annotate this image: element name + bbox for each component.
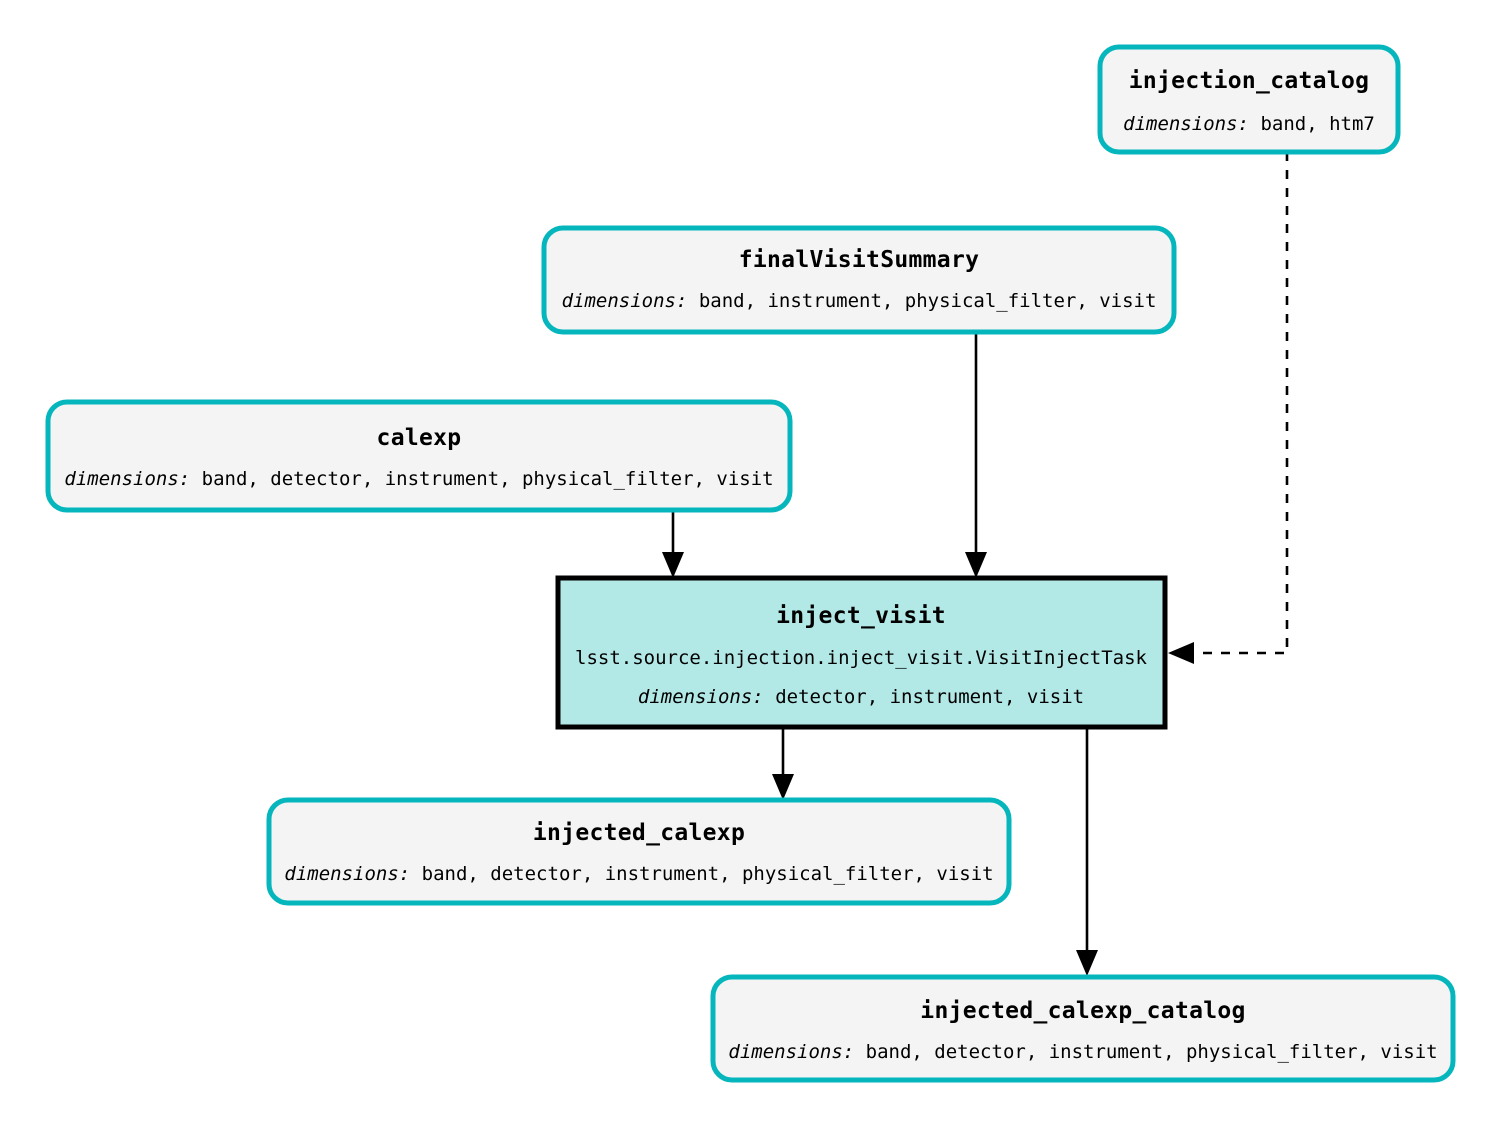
dimensions-value: band, detector, instrument, physical_fil… xyxy=(202,468,774,490)
node-calexp-dimensions: dimensions: band, detector, instrument, … xyxy=(64,468,773,490)
node-injection-catalog-box[interactable] xyxy=(1097,44,1401,155)
edge-injection-catalog-to-inject-visit xyxy=(1168,152,1289,664)
dimensions-value: band, detector, instrument, physical_fil… xyxy=(422,863,994,885)
arrow-head-icon xyxy=(1076,950,1098,976)
dimensions-prefix-label: dimensions: xyxy=(284,863,410,885)
node-finalvisitsummary-title: finalVisitSummary xyxy=(739,247,980,273)
dimensions-prefix-label: dimensions: xyxy=(64,468,190,490)
dimensions-value: detector, instrument, visit xyxy=(775,686,1084,708)
arrow-head-icon xyxy=(662,552,684,578)
node-injected-calexp-catalog-dimensions: dimensions: band, detector, instrument, … xyxy=(728,1041,1437,1063)
dimensions-value: band, htm7 xyxy=(1260,113,1374,135)
dimensions-prefix-label: dimensions: xyxy=(638,686,764,708)
dimensions-value: band, instrument, physical_filter, visit xyxy=(699,290,1157,312)
arrow-head-icon xyxy=(1168,642,1194,664)
dimensions-prefix-label: dimensions: xyxy=(562,290,688,312)
node-injection-catalog-dimensions: dimensions: band, htm7 xyxy=(1123,113,1375,135)
node-injected-calexp-dimensions: dimensions: band, detector, instrument, … xyxy=(284,863,993,885)
dimensions-prefix-label: dimensions: xyxy=(728,1041,854,1063)
node-injected-calexp-catalog-box[interactable] xyxy=(710,974,1456,1083)
dimensions-value: band, detector, instrument, physical_fil… xyxy=(866,1041,1438,1063)
node-finalvisitsummary-box[interactable] xyxy=(541,225,1177,335)
node-finalvisitsummary[interactable]: finalVisitSummary dimensions: band, inst… xyxy=(541,225,1177,335)
node-inject-visit-title: inject_visit xyxy=(776,603,946,629)
arrow-head-icon xyxy=(965,552,987,578)
node-injected-calexp[interactable]: injected_calexp dimensions: band, detect… xyxy=(266,797,1012,906)
node-inject-visit-box[interactable] xyxy=(555,575,1168,730)
edge-calexp-to-inject-visit xyxy=(662,512,684,578)
node-finalvisitsummary-dimensions: dimensions: band, instrument, physical_f… xyxy=(562,290,1157,312)
node-calexp-title: calexp xyxy=(377,425,462,451)
node-calexp[interactable]: calexp dimensions: band, detector, instr… xyxy=(45,399,793,513)
node-injection-catalog-title: injection_catalog xyxy=(1129,68,1370,94)
node-injected-calexp-catalog-title: injected_calexp_catalog xyxy=(920,998,1245,1024)
edge-inject-visit-to-injected-calexp xyxy=(772,727,794,800)
dimensions-prefix-label: dimensions: xyxy=(1123,113,1249,135)
node-inject-visit[interactable]: inject_visit lsst.source.injection.injec… xyxy=(555,575,1168,730)
node-injected-calexp-title: injected_calexp xyxy=(533,820,745,846)
node-injected-calexp-catalog[interactable]: injected_calexp_catalog dimensions: band… xyxy=(710,974,1456,1083)
edge-inject-visit-to-injected-calexp-catalog xyxy=(1076,727,1098,976)
node-inject-visit-dimensions: dimensions: detector, instrument, visit xyxy=(638,686,1084,708)
node-injection-catalog[interactable]: injection_catalog dimensions: band, htm7 xyxy=(1097,44,1401,155)
node-injected-calexp-box[interactable] xyxy=(266,797,1012,906)
arrow-head-icon xyxy=(772,774,794,800)
node-calexp-box[interactable] xyxy=(45,399,793,513)
edge-finalvisitsummary-to-inject-visit xyxy=(965,333,987,578)
node-inject-visit-task-class: lsst.source.injection.inject_visit.Visit… xyxy=(575,647,1148,669)
